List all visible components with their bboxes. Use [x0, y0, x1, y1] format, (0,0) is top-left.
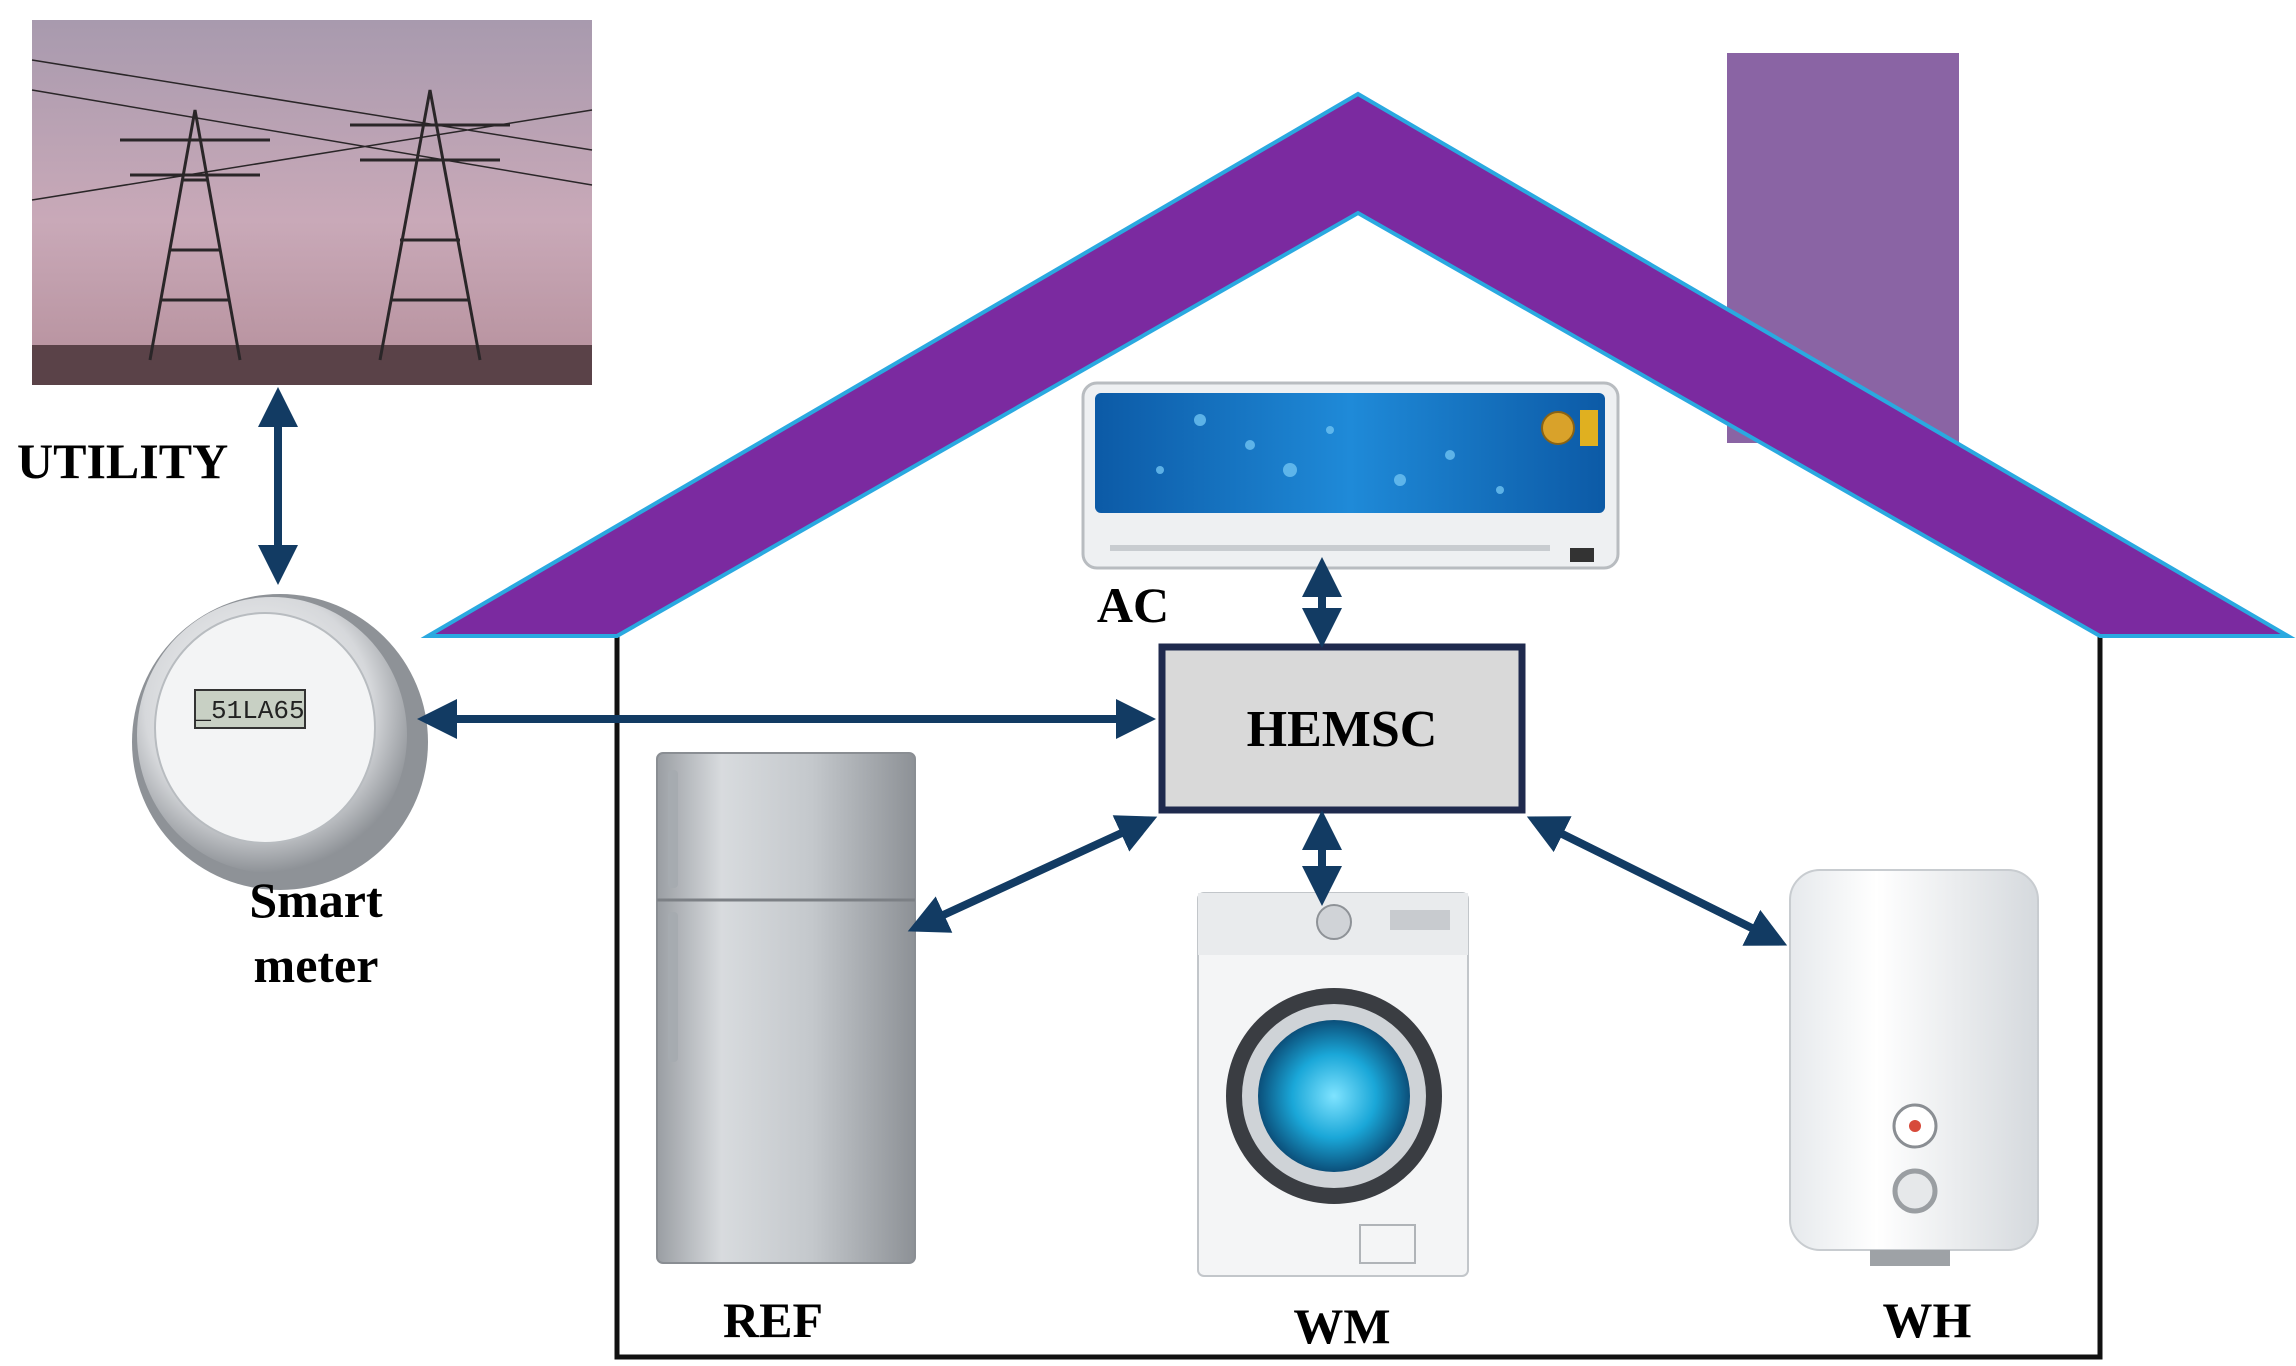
roof	[420, 91, 2296, 638]
hemsc-label: HEMSC	[1247, 701, 1438, 758]
refrigerator-icon	[656, 752, 916, 1264]
air-conditioner-icon	[1081, 381, 1620, 570]
ref-label: REF	[723, 1292, 823, 1348]
meter-display: _51LA65	[194, 696, 304, 726]
arrow-hemsc-wh	[1526, 816, 1788, 946]
water-heater-icon	[1789, 869, 2039, 1266]
smart-meter-label-line1: Smart	[249, 872, 383, 928]
transmission-tower-icon	[31, 59, 593, 361]
wh-label: WH	[1883, 1292, 1972, 1348]
ac-label: AC	[1097, 577, 1169, 633]
house-outline	[614, 632, 2103, 1360]
connection-arrows	[258, 387, 1788, 946]
utility-label: UTILITY	[17, 433, 228, 489]
smart-meter-icon: _51LA65	[132, 594, 428, 890]
smart-meter-label-line2: meter	[254, 937, 379, 993]
wm-label: WM	[1293, 1298, 1390, 1354]
hemsc-box	[1158, 643, 1526, 814]
arrow-hemsc-ref	[907, 815, 1158, 933]
utility-photo	[31, 20, 593, 385]
washing-machine-icon	[1197, 892, 1469, 1277]
